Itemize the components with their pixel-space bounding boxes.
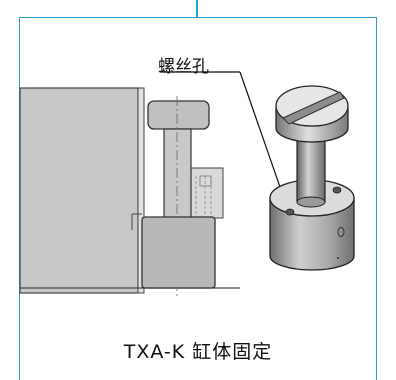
- top-connector-line: [196, 0, 198, 18]
- screw-hole-label: 螺丝孔: [158, 57, 209, 77]
- cylinder-part-3d: [269, 85, 355, 271]
- cross-section-drawing: [19, 87, 240, 296]
- diagram-caption: TXA-K 缸体固定: [123, 341, 273, 363]
